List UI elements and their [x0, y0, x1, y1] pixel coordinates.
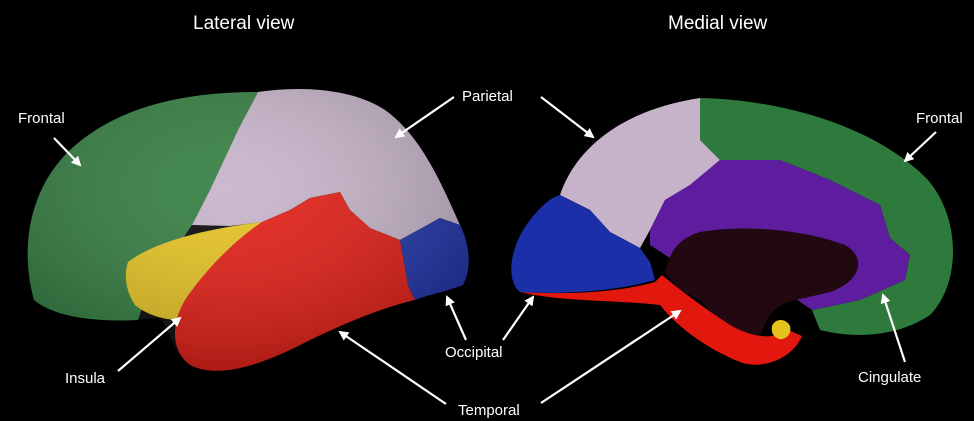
arrow-parietal-lateral: [396, 97, 454, 137]
medial-view-title: Medial view: [668, 13, 768, 34]
arrow-temporal-medial: [541, 311, 680, 403]
label-cingulate: Cingulate: [858, 369, 921, 386]
label-temporal: Temporal: [458, 402, 520, 419]
arrow-occipital-lateral: [447, 297, 466, 340]
arrow-occipital-medial: [503, 297, 533, 340]
arrow-temporal-lateral: [340, 332, 446, 404]
arrow-insula: [118, 318, 180, 371]
medial-hemisphere: [511, 98, 953, 365]
arrow-frontal-medial: [905, 132, 936, 161]
label-frontal-medial: Frontal: [916, 110, 963, 127]
label-parietal: Parietal: [462, 88, 513, 105]
label-insula: Insula: [65, 370, 106, 387]
label-frontal-lateral: Frontal: [18, 110, 65, 127]
arrow-parietal-medial: [541, 97, 593, 137]
label-occipital: Occipital: [445, 344, 503, 361]
lateral-view-title: Lateral view: [193, 13, 295, 34]
